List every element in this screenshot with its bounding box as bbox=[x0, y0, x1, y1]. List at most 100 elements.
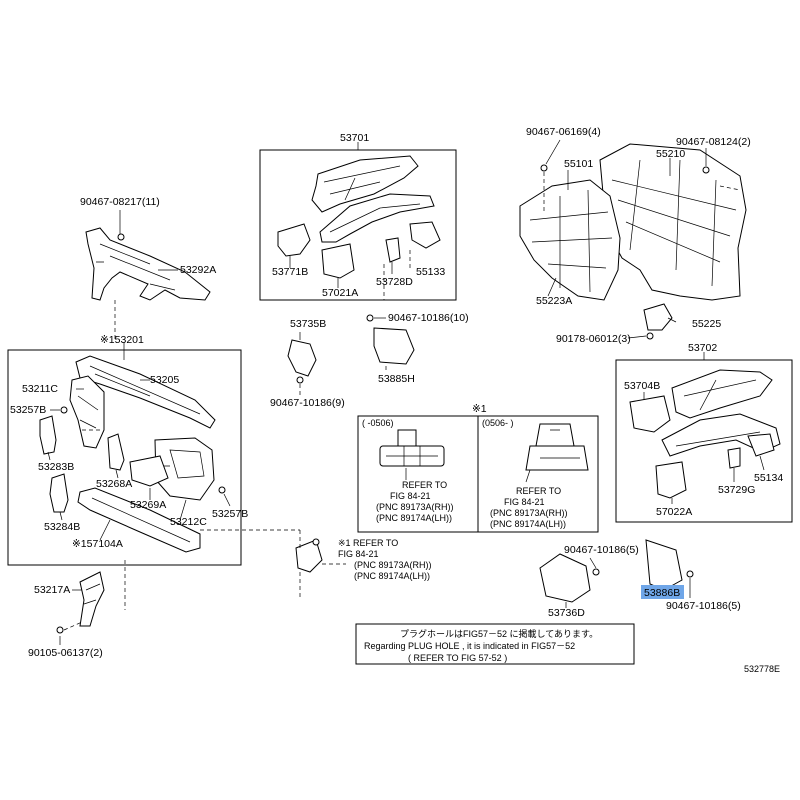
notice-line-1: プラグホールはFIG57－52 に掲載してあります。 bbox=[400, 628, 598, 639]
shields-group bbox=[287, 314, 415, 398]
inset-left-refer-2: FIG 84-21 bbox=[390, 491, 431, 501]
part-57021A-drawing bbox=[321, 243, 355, 279]
label-53257B-left[interactable]: 53257B bbox=[10, 404, 46, 416]
apron-left-group bbox=[259, 142, 457, 301]
label-90467-06169[interactable]: 90467-06169(4) bbox=[526, 126, 601, 138]
part-53885H-drawing bbox=[373, 327, 415, 365]
label-57022A[interactable]: 57022A bbox=[656, 506, 692, 518]
part-53771B-drawing bbox=[277, 223, 311, 257]
part-53284B-drawing bbox=[49, 473, 69, 513]
label-53283B[interactable]: 53283B bbox=[38, 461, 74, 473]
part-53736D-drawing bbox=[539, 553, 591, 603]
part-53701-drawing bbox=[311, 155, 435, 243]
label-53205[interactable]: 53205 bbox=[150, 374, 179, 386]
label-90105-06137[interactable]: 90105-06137(2) bbox=[28, 647, 103, 659]
shields-right-group bbox=[539, 539, 694, 608]
inset-grille-group bbox=[357, 415, 599, 533]
bottom-refer-3: (PNC 89173A(RH)) bbox=[354, 560, 432, 570]
notice-line-3: ( REFER TO FIG 57-52 ) bbox=[408, 653, 507, 663]
part-57104A-drawing bbox=[77, 487, 201, 553]
part-55134-drawing bbox=[747, 433, 775, 457]
label-53217A[interactable]: 53217A bbox=[34, 584, 70, 596]
label-53704B[interactable]: 53704B bbox=[624, 380, 660, 392]
part-53729G-drawing bbox=[727, 447, 741, 469]
inset-left-refer-4: (PNC 89174A(LH)) bbox=[376, 513, 452, 523]
label-53702[interactable]: 53702 bbox=[688, 342, 717, 354]
inset-right-clip bbox=[525, 423, 589, 471]
part-55101-drawing bbox=[519, 179, 621, 301]
apron-right-box bbox=[615, 359, 793, 523]
label-90467-10186-5b[interactable]: 90467-10186(5) bbox=[666, 600, 741, 612]
part-53283B-drawing bbox=[39, 415, 57, 455]
dash-panel-group bbox=[519, 139, 747, 340]
label-53886B[interactable]: 53886B bbox=[644, 587, 680, 599]
inset-left-refer-3: (PNC 89173A(RH)) bbox=[376, 502, 454, 512]
label-53736D[interactable]: 53736D bbox=[548, 607, 585, 619]
label-90467-10186-9[interactable]: 90467-10186(9) bbox=[270, 397, 345, 409]
label-55133[interactable]: 55133 bbox=[416, 266, 445, 278]
label-90467-08124[interactable]: 90467-08124(2) bbox=[676, 136, 751, 148]
highlight-53886B bbox=[641, 585, 684, 599]
bottom-refer-group bbox=[295, 530, 346, 600]
inset-right-range: (0506- ) bbox=[482, 418, 514, 428]
inset-left-clip bbox=[379, 429, 445, 467]
notice-line-2: Regarding PLUG HOLE , it is indicated in… bbox=[364, 641, 575, 651]
label-53771B[interactable]: 53771B bbox=[272, 266, 308, 278]
label-53201[interactable]: ※153201 bbox=[100, 334, 144, 346]
part-53269A-drawing bbox=[129, 455, 169, 487]
part-53211C-drawing bbox=[69, 375, 105, 449]
label-53268A[interactable]: 53268A bbox=[96, 478, 132, 490]
label-53269A[interactable]: 53269A bbox=[130, 499, 166, 511]
label-90467-08217[interactable]: 90467-08217(11) bbox=[80, 196, 160, 208]
part-55225-drawing bbox=[643, 303, 673, 331]
part-53735B-drawing bbox=[287, 339, 317, 377]
inset-right-refer-2: FIG 84-21 bbox=[504, 497, 545, 507]
label-53729G[interactable]: 53729G bbox=[718, 484, 755, 496]
part-57022A-drawing bbox=[655, 461, 687, 499]
part-53728D-drawing bbox=[385, 237, 401, 263]
part-53292A-drawing bbox=[85, 227, 211, 301]
bottom-refer-1: ※1 REFER TO bbox=[338, 538, 398, 548]
label-55210[interactable]: 55210 bbox=[656, 148, 685, 160]
inset-right-refer-4: (PNC 89174A(LH)) bbox=[490, 519, 566, 529]
part-53268A-drawing bbox=[107, 433, 125, 471]
apron-left-box bbox=[259, 149, 457, 301]
apron-right-group bbox=[615, 352, 793, 523]
radiator-support-box bbox=[7, 349, 242, 566]
labels: 90467-08217(11) 53292A ※153201 53211C 53… bbox=[10, 126, 783, 674]
bottom-refer-4: (PNC 89174A(LH)) bbox=[354, 571, 430, 581]
label-53257B-right[interactable]: 53257B bbox=[212, 508, 248, 520]
label-53212C[interactable]: 53212C bbox=[170, 516, 207, 528]
inset-right-refer-3: (PNC 89173A(RH)) bbox=[490, 508, 568, 518]
label-53885H[interactable]: 53885H bbox=[378, 373, 415, 385]
label-53701[interactable]: 53701 bbox=[340, 132, 369, 144]
label-53284B[interactable]: 53284B bbox=[44, 521, 80, 533]
radiator-support-group bbox=[7, 210, 300, 645]
label-90467-10186-5a[interactable]: 90467-10186(5) bbox=[564, 544, 639, 556]
part-53704B-drawing bbox=[629, 395, 671, 433]
diagram-id: 532778E bbox=[744, 664, 780, 674]
part-55133-drawing bbox=[409, 221, 441, 249]
label-57021A[interactable]: 57021A bbox=[322, 287, 358, 299]
label-53735B[interactable]: 53735B bbox=[290, 318, 326, 330]
label-53728D[interactable]: 53728D bbox=[376, 276, 413, 288]
label-90467-10186-10[interactable]: 90467-10186(10) bbox=[388, 312, 469, 324]
label-57104A[interactable]: ※157104A bbox=[72, 538, 123, 550]
part-55210-drawing bbox=[599, 143, 747, 301]
part-53217A-drawing bbox=[79, 571, 105, 627]
bottom-refer-2: FIG 84-21 bbox=[338, 549, 379, 559]
label-55134[interactable]: 55134 bbox=[754, 472, 783, 484]
part-53886B-drawing bbox=[645, 539, 683, 591]
label-55225[interactable]: 55225 bbox=[692, 318, 721, 330]
label-53292A[interactable]: 53292A bbox=[180, 264, 216, 276]
inset-left-refer-1: REFER TO bbox=[402, 480, 447, 490]
label-55223A[interactable]: 55223A bbox=[536, 295, 572, 307]
label-55101[interactable]: 55101 bbox=[564, 158, 593, 170]
inset-right-refer-1: REFER TO bbox=[516, 486, 561, 496]
notice-box bbox=[355, 623, 635, 665]
inset-left-range: ( -0506) bbox=[362, 418, 394, 428]
label-53211C[interactable]: 53211C bbox=[22, 383, 58, 395]
label-90178-06012[interactable]: 90178-06012(3) bbox=[556, 333, 631, 345]
inset-marker: ※1 bbox=[472, 403, 487, 415]
